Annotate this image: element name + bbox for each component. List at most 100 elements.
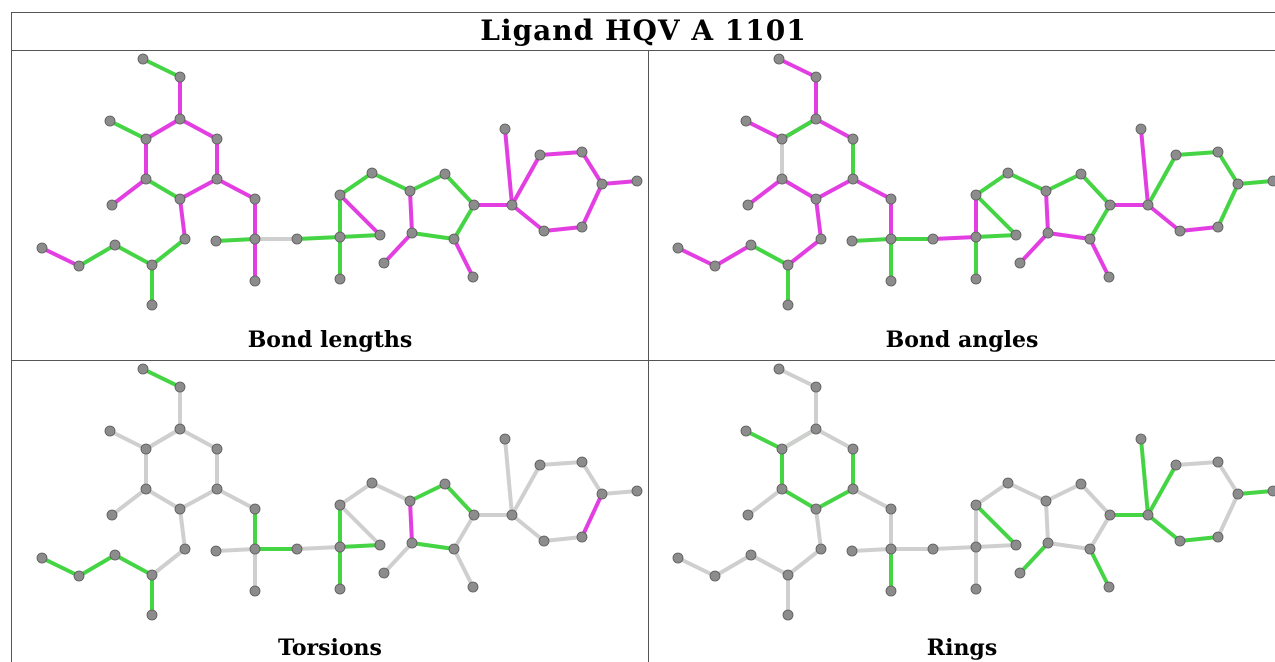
- bond: [746, 177, 784, 207]
- atom: [374, 229, 386, 241]
- bond: [108, 119, 148, 141]
- bond: [214, 237, 257, 243]
- bond: [452, 513, 476, 551]
- atom: [782, 299, 794, 311]
- bond: [141, 367, 182, 389]
- atom: [970, 189, 982, 201]
- bond: [744, 429, 784, 451]
- bond: [780, 427, 818, 451]
- atom: [334, 499, 346, 511]
- atom: [776, 173, 788, 185]
- atom: [334, 541, 346, 553]
- atom: [448, 543, 460, 555]
- bond: [974, 171, 1010, 197]
- bond: [77, 243, 117, 268]
- bond: [600, 489, 639, 496]
- bond: [295, 545, 342, 551]
- atom: [1075, 478, 1087, 490]
- atom: [210, 235, 222, 247]
- atom: [140, 173, 152, 185]
- atom: [467, 581, 479, 593]
- atom: [249, 585, 261, 597]
- bond: [1216, 492, 1240, 539]
- atom: [576, 221, 588, 233]
- bond: [1044, 499, 1050, 545]
- bond: [510, 463, 542, 517]
- bond: [850, 237, 893, 243]
- bond: [113, 553, 154, 577]
- atom: [1002, 167, 1014, 179]
- atom: [1232, 178, 1244, 190]
- bond: [814, 427, 855, 451]
- bond: [1139, 127, 1150, 207]
- bond: [1178, 535, 1220, 543]
- bond: [850, 547, 893, 553]
- atom: [36, 242, 48, 254]
- atom: [576, 531, 588, 543]
- bond: [1079, 482, 1112, 517]
- atom: [468, 199, 480, 211]
- bond: [178, 197, 187, 241]
- atom: [1042, 227, 1054, 239]
- bond: [1079, 172, 1112, 207]
- caption-rings: Rings: [926, 635, 998, 661]
- bond: [780, 177, 818, 201]
- atom: [1104, 199, 1116, 211]
- atom: [538, 225, 550, 237]
- atom: [970, 541, 982, 553]
- caption-torsions: Torsions: [278, 635, 382, 661]
- atom: [1142, 199, 1154, 211]
- atom: [137, 53, 149, 65]
- atom: [36, 552, 48, 564]
- atom: [1142, 509, 1154, 521]
- bond: [215, 487, 257, 511]
- bond: [503, 127, 514, 207]
- bond: [1006, 171, 1048, 193]
- atom: [291, 543, 303, 555]
- atom: [291, 233, 303, 245]
- bond: [1046, 541, 1092, 551]
- bond: [713, 553, 753, 578]
- bond: [851, 177, 893, 201]
- atom: [1040, 495, 1052, 507]
- atom: [146, 569, 158, 581]
- bond: [1044, 172, 1083, 193]
- atom: [249, 503, 261, 515]
- atom: [211, 483, 223, 495]
- bond: [744, 119, 784, 141]
- bond: [542, 535, 584, 543]
- atom: [1212, 456, 1224, 468]
- atom: [709, 260, 721, 272]
- atom: [174, 71, 186, 83]
- atom: [406, 227, 418, 239]
- atom: [1212, 221, 1224, 233]
- bond: [382, 541, 414, 575]
- atom: [846, 235, 858, 247]
- atom: [467, 271, 479, 283]
- bond: [1088, 203, 1112, 241]
- atom: [847, 133, 859, 145]
- atom: [499, 433, 511, 445]
- atom: [847, 173, 859, 185]
- atom: [773, 363, 785, 375]
- atom: [137, 363, 149, 375]
- bond: [408, 499, 414, 545]
- atom: [104, 425, 116, 437]
- atom: [740, 425, 752, 437]
- bond: [1146, 153, 1178, 207]
- bond: [1216, 182, 1240, 229]
- bond: [749, 553, 790, 577]
- bond: [338, 233, 382, 239]
- atom: [506, 509, 518, 521]
- bond: [510, 153, 542, 207]
- bond: [1216, 150, 1240, 186]
- atom: [672, 242, 684, 254]
- atom: [538, 535, 550, 547]
- bond: [1146, 513, 1182, 543]
- atom: [210, 545, 222, 557]
- bond: [510, 513, 546, 543]
- atom: [847, 483, 859, 495]
- bond: [410, 541, 456, 551]
- atom: [211, 173, 223, 185]
